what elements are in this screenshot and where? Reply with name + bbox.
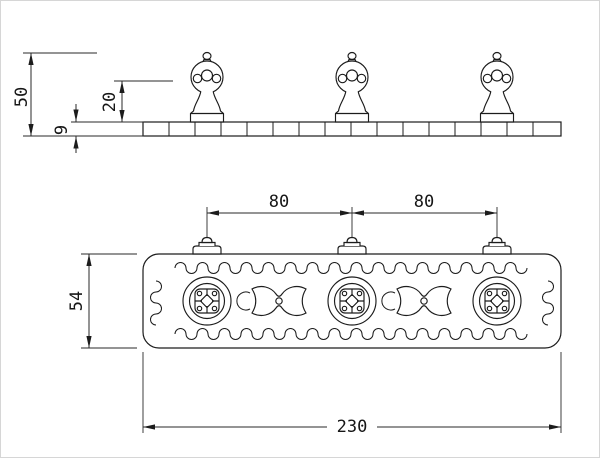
dim-label-9: 9 [52,125,72,135]
dim-label-230: 230 [337,417,368,437]
scroll-border-bottom [174,328,528,340]
knob-front-1 [189,51,225,123]
mount-tab-1 [192,236,222,255]
front-view: 50 20 9 [12,51,562,153]
mount-tab-3 [482,236,512,255]
dim-total-height: 50 [12,52,144,137]
mount-tab-2 [337,236,367,255]
dim-label-80-right: 80 [414,192,434,212]
dim-label-80-left: 80 [269,192,289,212]
cross-motif-2 [396,285,452,317]
scroll-border-right [542,280,554,326]
cross-motif-1 [251,285,307,317]
dim-label-20: 20 [100,92,120,112]
dim-rail-thickness: 9 [52,104,79,153]
plan-view: 80 80 54 230 [67,192,562,437]
rail-strip [142,121,562,137]
dim-knob-height: 20 [71,80,173,123]
scroll-border-top [174,262,528,274]
dim-label-50: 50 [12,87,32,107]
dim-plate-depth: 54 [67,253,137,349]
knob-front-2 [334,51,370,123]
rosette-1 [182,276,232,326]
rosette-2 [327,276,377,326]
dim-overall-length: 230 [142,352,562,437]
c-scroll-1 [236,291,251,311]
dim-pitch: 80 80 [206,192,498,237]
rosette-3 [472,276,522,326]
c-scroll-2 [381,291,396,311]
dim-230-label-mask [327,417,377,436]
rail-segment-ticks [168,122,534,136]
dim-label-54: 54 [67,291,87,311]
knob-front-3 [479,51,515,123]
scroll-border-left [150,280,162,326]
